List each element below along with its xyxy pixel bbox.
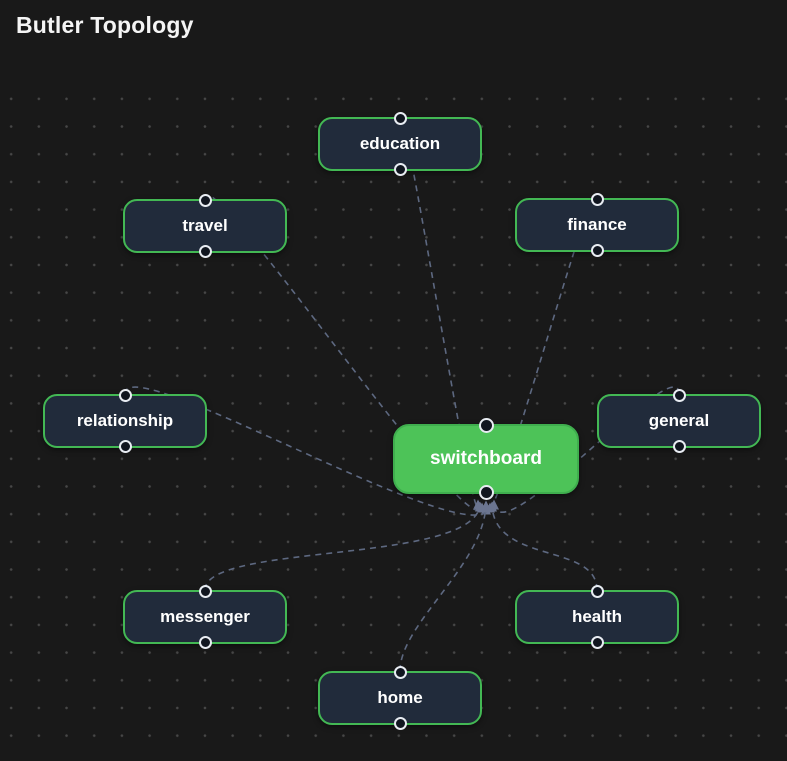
handle-top[interactable] — [590, 193, 604, 206]
page-title: Butler Topology — [16, 12, 194, 38]
node-health[interactable]: health — [515, 585, 679, 649]
node-finance[interactable]: finance — [515, 193, 679, 257]
handle-top[interactable] — [198, 585, 212, 598]
handle-top[interactable] — [393, 112, 407, 125]
edge-travel-switchboard[interactable] — [204, 194, 487, 513]
node-relationship[interactable]: relationship — [43, 389, 207, 453]
handle-top[interactable] — [590, 585, 604, 598]
handle-top[interactable] — [672, 389, 686, 402]
edge-health-switchboard[interactable] — [487, 501, 598, 591]
handle-top[interactable] — [198, 194, 212, 207]
handle-bottom[interactable] — [198, 636, 212, 649]
node-label: relationship — [76, 411, 174, 430]
node-education[interactable]: education — [318, 112, 482, 176]
node-travel[interactable]: travel — [123, 194, 287, 258]
handle-bottom[interactable] — [393, 717, 407, 730]
node-home[interactable]: home — [318, 666, 482, 730]
node-label: health — [571, 607, 623, 626]
node-label: messenger — [160, 607, 250, 626]
node-label: education — [359, 134, 441, 153]
node-general[interactable]: general — [597, 389, 761, 453]
edge-home-switchboard[interactable] — [399, 500, 491, 672]
header: Butler Topology — [0, 0, 787, 56]
handle-bottom[interactable] — [393, 163, 407, 176]
edge-messenger-switchboard[interactable] — [204, 501, 485, 591]
edge-general-switchboard[interactable] — [489, 386, 680, 513]
edge-relationship-switchboard[interactable] — [124, 386, 495, 516]
handle-bottom[interactable] — [590, 244, 604, 257]
node-label: finance — [567, 215, 627, 234]
handle-top[interactable] — [478, 418, 494, 433]
handle-top[interactable] — [393, 666, 407, 679]
handle-bottom[interactable] — [118, 440, 132, 453]
handle-bottom[interactable] — [672, 440, 686, 453]
node-switchboard[interactable]: switchboard — [393, 418, 579, 500]
handle-bottom[interactable] — [590, 636, 604, 649]
node-label: home — [377, 688, 423, 707]
node-messenger[interactable]: messenger — [123, 585, 287, 649]
node-label: general — [648, 411, 710, 430]
handle-bottom[interactable] — [198, 245, 212, 258]
handle-top[interactable] — [118, 389, 132, 402]
node-label: switchboard — [430, 448, 542, 469]
handle-bottom[interactable] — [478, 485, 494, 500]
node-label: travel — [182, 216, 228, 235]
